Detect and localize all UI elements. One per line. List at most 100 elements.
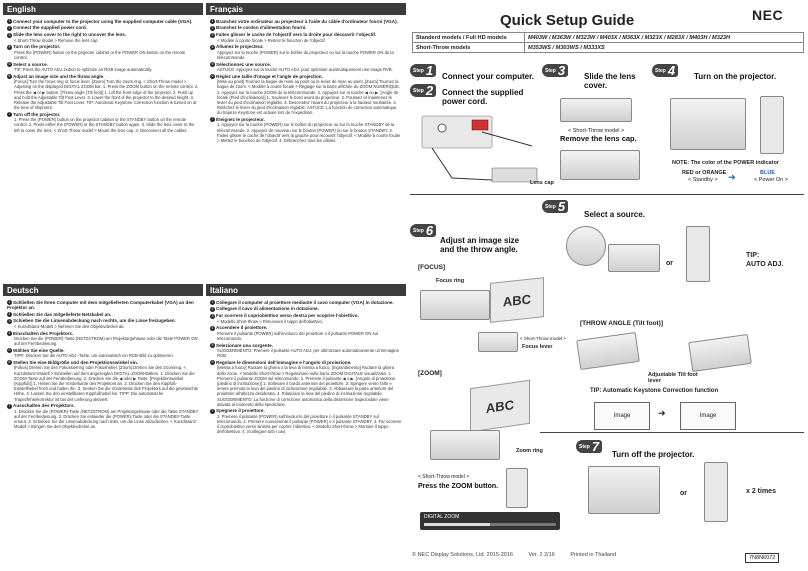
step-number: 6 — [7, 74, 12, 80]
step-body: [Focus] Turn the focus ring or focus lev… — [14, 79, 199, 111]
step1-title: Connect your computer. — [442, 72, 535, 81]
remote-control — [506, 468, 528, 508]
step-title: Selezionare una sorgente. — [216, 342, 273, 348]
projector-illustration — [420, 290, 490, 320]
step-title: Schließen Sie das mitgelieferte Netzkabe… — [13, 311, 112, 317]
step-number: 5 — [7, 62, 12, 68]
footer: © NEC Display Solutions, Ltd. 2015-2016 … — [412, 552, 616, 558]
step-number: 3 — [210, 32, 215, 38]
step-number: 7 — [210, 408, 215, 414]
section-heading-italiano: Italiano — [206, 284, 406, 296]
step-body: 1. Appuyez sur la touche (POWER) sur le … — [217, 122, 401, 144]
source-buttons-panel — [566, 226, 606, 266]
section-heading-english: English — [3, 3, 203, 15]
step-body: TIP: Press the AUTO ADJ. button to optim… — [14, 67, 153, 73]
step-body: 1. Premere il pulsante (POWER) sull'invo… — [217, 413, 402, 435]
arrow-icon: ➜ — [728, 172, 736, 182]
step-title: Collegare il computer al proiettore medi… — [216, 299, 394, 305]
step-number: 5 — [7, 348, 12, 354]
step-title: Connect the supplied power cord. — [13, 25, 88, 31]
step-body: SUGGERIMENTO: Premere il pulsante AUTO A… — [217, 348, 399, 359]
step-number: 4 — [7, 330, 12, 336]
step-title: Faites glisser le cache de l'objectif ve… — [216, 32, 377, 38]
step-number: 2 — [7, 25, 12, 31]
copyright: © NEC Display Solutions, Ltd. 2015-2016 — [412, 552, 513, 558]
step2-title: Connect the supplied power cord. — [442, 88, 524, 106]
step1-2-illustration — [421, 115, 538, 183]
image-after: Image — [680, 402, 736, 430]
focus-heading: [FOCUS] — [418, 264, 446, 271]
step-number: 5 — [210, 343, 215, 349]
digital-zoom-track — [424, 523, 556, 526]
lens-cap-label: Lens cap — [530, 180, 554, 186]
step-body: Appuyez sur la touche (POWER) sur le boî… — [217, 49, 394, 60]
step-number: 4 — [7, 44, 12, 50]
step5-title: Select a source. — [584, 210, 645, 219]
step-title: Far scorrere il copriobiettivo verso des… — [216, 313, 359, 319]
step-number: 3 — [7, 32, 12, 38]
step-body: < Modèle à courte focale > Retirez le bo… — [217, 37, 326, 43]
step-number: 1 — [7, 18, 12, 24]
two-times-label: x 2 times — [746, 488, 776, 495]
step-number: 6 — [210, 74, 215, 80]
step-body: [Fokus] Drehen Sie den Fokussierring ode… — [14, 365, 199, 402]
step-number: 4 — [210, 325, 215, 331]
models-table: Standerd models / Full HD models M403W /… — [412, 32, 804, 53]
step-title: Collegare il cavo di alimentazione in do… — [216, 306, 319, 312]
step-number: 3 — [210, 313, 215, 319]
step-title: Connect your computer to the projector u… — [13, 18, 193, 24]
nec-logo: NEC — [752, 7, 784, 23]
step-title: Adjust an image size and the throw angle… — [13, 73, 105, 79]
models-label: Standerd models / Full HD models — [412, 32, 525, 43]
step-body: < Short-Throw model > Remove the lens ca… — [14, 37, 99, 43]
section-heading-deutsch: Deutsch — [3, 284, 203, 296]
step-body: 1. Press the (POWER) button on the proje… — [14, 117, 195, 133]
printed-in: Printed in Thailand — [570, 552, 617, 558]
step-title: Schieben Sie die Linsenabdeckung nach re… — [13, 318, 176, 324]
step-number: 7 — [7, 403, 12, 409]
step-number: 2 — [7, 311, 12, 317]
step-body: Press the (POWER) button on the projecto… — [14, 49, 186, 60]
step-title: Accendere il proiettore. — [216, 325, 268, 331]
step-title: Branchez votre ordinateur au projecteur … — [216, 18, 398, 24]
auto-adj-label: AUTO ADJ. — [746, 261, 784, 268]
step-number: 6 — [7, 360, 12, 366]
standby-label: < Standby > — [688, 177, 718, 183]
or-label: or — [666, 260, 673, 267]
press-zoom-label: Press the ZOOM button. — [418, 483, 499, 490]
step-number: 1 — [210, 299, 215, 305]
step-body: < Kurzdistanz-Modell > Nehmen Sie den Ob… — [14, 323, 125, 329]
step-title: Select a source. — [13, 61, 48, 67]
divider — [540, 432, 804, 433]
step-body: ASTUCE: Appuyez sur la touche AUTO ADJ. … — [217, 67, 393, 73]
step-title: Spegnere il proiettore. — [216, 408, 265, 414]
digital-zoom-bar: DIGITAL ZOOM — [420, 512, 560, 530]
step-body: [Mise au point] Tournez la bague de mise… — [217, 79, 401, 116]
focus-ring-label: Focus ring — [436, 278, 465, 284]
power-indicator-note: NOTE: The color of the POWER indicator — [672, 160, 779, 166]
table-row: Short-Throw models M353WS / M303WS / M33… — [412, 42, 804, 53]
power-on-label: < Power On > — [754, 177, 788, 183]
step-title: Turn on the projector. — [13, 44, 61, 50]
